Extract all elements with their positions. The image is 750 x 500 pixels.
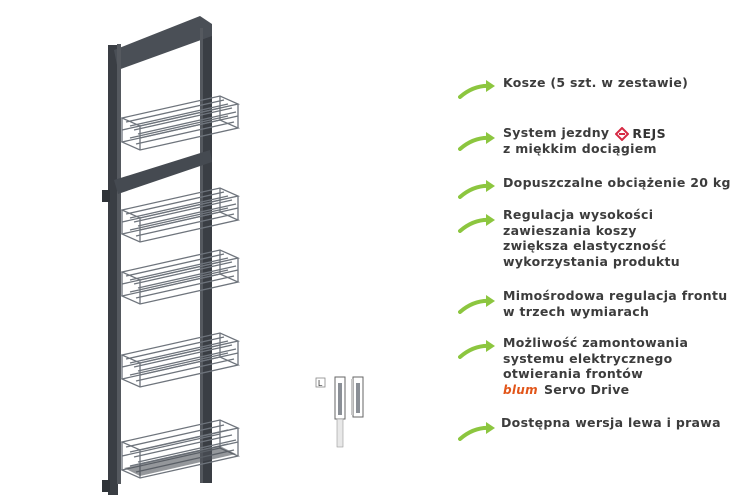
basket-5 xyxy=(119,419,241,479)
feature-line: zawieszania koszy xyxy=(503,222,637,238)
feature-line: w trzech wymiarach xyxy=(503,303,650,319)
feature-line: Dostępna wersja lewa i prawa xyxy=(501,415,721,430)
feature-line: zwiększa elastyczność xyxy=(503,238,667,253)
feature-text: Dopuszczalne obciążenie 20 kg xyxy=(503,175,731,191)
arrow-icon xyxy=(458,80,495,99)
blum-logo-icon: blum xyxy=(503,382,538,397)
arrow-icon xyxy=(458,132,495,151)
rejs-brand: REJS xyxy=(632,125,667,141)
feature-line: System jezdny xyxy=(503,125,610,140)
arrow-icon xyxy=(458,295,495,314)
feature-line: wykorzystania produktu xyxy=(503,253,681,269)
feature-text: Kosze (5 szt. w zestawie) xyxy=(503,75,688,91)
basket-2 xyxy=(119,187,241,243)
feature-text: Regulacja wysokości zawieszania koszy zw… xyxy=(503,207,680,269)
basket-3 xyxy=(119,249,241,305)
feature-line: systemu elektrycznego xyxy=(503,350,673,366)
arrow-icon xyxy=(458,422,495,441)
arrow-icon xyxy=(458,180,495,199)
variant-illustration: L xyxy=(315,375,375,455)
feature-line: Kosze (5 szt. w zestawie) xyxy=(503,75,689,90)
product-image xyxy=(102,16,241,495)
variant-label: L xyxy=(318,379,323,388)
feature-text: Mimośrodowa regulacja frontu w trzech wy… xyxy=(503,288,727,319)
arrow-icon xyxy=(458,340,495,359)
feature-line: Mimośrodowa regulacja frontu xyxy=(503,288,728,303)
arrow-icon xyxy=(458,214,495,233)
feature-line: z miękkim dociągiem xyxy=(503,141,657,157)
basket-1 xyxy=(119,95,241,151)
feature-text: Możliwość zamontowania systemu elektrycz… xyxy=(503,335,688,398)
feature-line: Możliwość zamontowania xyxy=(503,335,689,350)
feature-text: System jezdny REJS z miękkim dociągiem xyxy=(503,125,666,157)
rejs-logo-icon: REJS xyxy=(615,126,666,142)
basket-4 xyxy=(119,332,241,388)
frame xyxy=(102,16,212,495)
feature-line: otwierania frontów xyxy=(503,366,644,381)
variant-diagram: L xyxy=(315,376,364,448)
feature-text: Dostępna wersja lewa i prawa xyxy=(501,415,721,431)
feature-line: Dopuszczalne obciążenie 20 kg xyxy=(503,175,731,190)
feature-line: Regulacja wysokości xyxy=(503,207,654,222)
feature-line: Servo Drive xyxy=(543,381,630,397)
